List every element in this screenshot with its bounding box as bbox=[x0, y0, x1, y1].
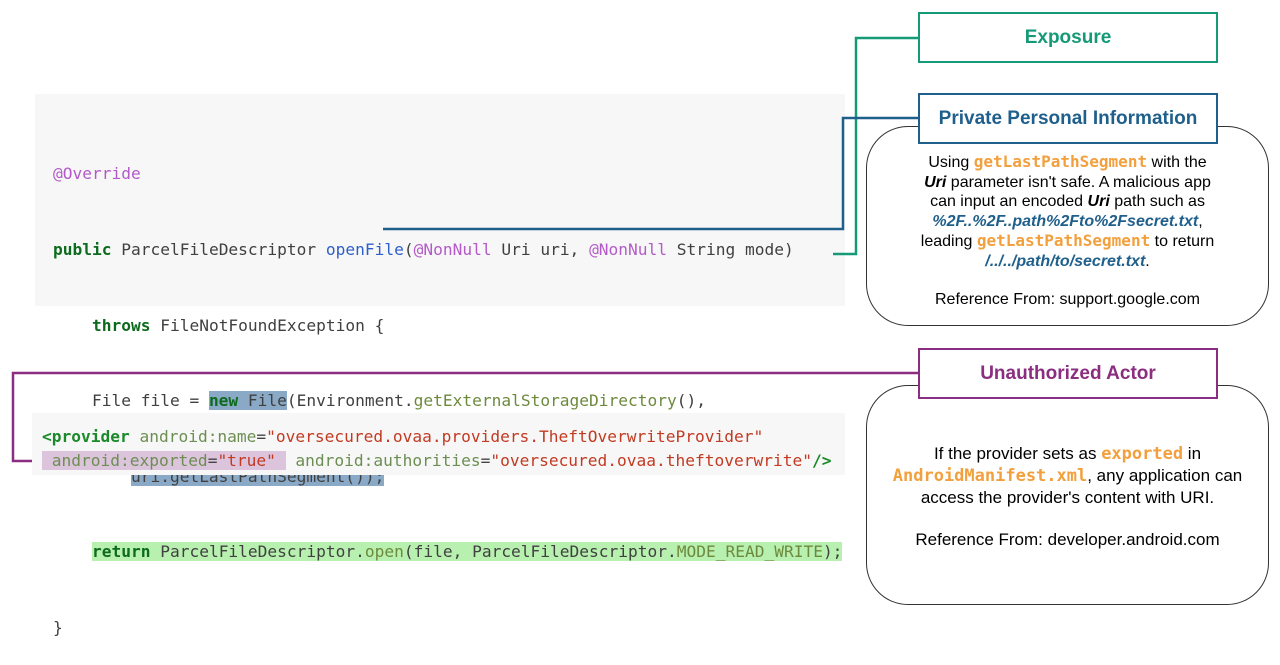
ppi-uri-term-2: Uri bbox=[1087, 193, 1110, 210]
external-storage-call: getExternalStorageDirectory bbox=[413, 391, 677, 411]
new-file-highlight: new File bbox=[208, 391, 287, 411]
pfd-ref: ParcelFileDescriptor. bbox=[150, 542, 365, 562]
code-line-6: return ParcelFileDescriptor.open(file, P… bbox=[53, 539, 845, 564]
ppi-text: to return bbox=[1150, 233, 1215, 250]
ppi-decoded-path: /../../path/to/secret.txt bbox=[985, 252, 1146, 270]
override-annotation: @Override bbox=[53, 164, 141, 184]
file-decl: File file = bbox=[91, 391, 209, 411]
ua-desc-line-2: AndroidManifest.xml, any application can bbox=[881, 465, 1254, 487]
open-call: open bbox=[364, 542, 404, 562]
param-uri: Uri uri, bbox=[491, 240, 590, 259]
attr-exported: android:exported bbox=[51, 451, 208, 470]
attr-authorities: android:authorities bbox=[295, 451, 481, 470]
ppi-text: can input an encoded bbox=[930, 193, 1088, 210]
java-code-block: @Override public ParcelFileDescriptor op… bbox=[35, 94, 845, 637]
unauthorized-description-bubble: If the provider sets as exported in Andr… bbox=[866, 385, 1269, 605]
ppi-text: with the bbox=[1147, 154, 1207, 171]
keyword-throws: throws bbox=[91, 315, 151, 335]
keyword-new: new bbox=[208, 391, 239, 411]
ua-text: , any application can bbox=[1087, 466, 1243, 485]
ppi-reference: Reference From: support.google.com bbox=[934, 291, 1200, 308]
open-args: (file, ParcelFileDescriptor. bbox=[403, 542, 677, 562]
file-ctor: File bbox=[238, 391, 287, 411]
ppi-desc-line-6: /../../path/to/secret.txt. bbox=[881, 252, 1254, 272]
nonnull-annotation-2: @NonNull bbox=[589, 240, 668, 259]
throws-clause: FileNotFoundException { bbox=[150, 315, 385, 335]
attr-name: android:name bbox=[139, 427, 257, 446]
ua-code-manifest: AndroidManifest.xml bbox=[892, 466, 1088, 486]
equals-2: = bbox=[207, 451, 218, 470]
ua-text: If the provider sets as bbox=[933, 444, 1102, 463]
ppi-desc-line-2: Uri parameter isn't safe. A malicious ap… bbox=[881, 173, 1254, 193]
ppi-code-method-1: getLastPathSegment bbox=[973, 152, 1148, 171]
return-type: ParcelFileDescriptor bbox=[121, 240, 317, 259]
ppi-desc-line-4: %2F..%2F..path%2Fto%2Fsecret.txt, bbox=[881, 212, 1254, 232]
method-name: openFile bbox=[325, 240, 404, 259]
keyword-return: return bbox=[91, 542, 151, 562]
spacer bbox=[881, 508, 1254, 529]
nonnull-annotation-1: @NonNull bbox=[413, 240, 492, 259]
paren-open: ( bbox=[403, 240, 414, 259]
equals-1: = bbox=[256, 427, 267, 446]
env-ref: (Environment. bbox=[286, 391, 414, 411]
value-name: "oversecured.ovaa.providers.TheftOverwri… bbox=[266, 427, 764, 446]
ppi-text: leading bbox=[920, 233, 977, 250]
keyword-public: public bbox=[53, 240, 112, 259]
xml-line-2: android:exported="true" android:authorit… bbox=[42, 449, 845, 473]
value-authorities: "oversecured.ovaa.theftoverwrite" bbox=[490, 451, 812, 470]
param-mode: String mode) bbox=[667, 240, 794, 259]
ppi-desc-line-1: Using getLastPathSegment with the bbox=[881, 152, 1254, 173]
ua-desc-line-3: access the provider's content with URI. bbox=[920, 488, 1215, 507]
unauthorized-actor-label: Unauthorized Actor bbox=[918, 348, 1218, 399]
ppi-uri-term-1: Uri bbox=[924, 173, 947, 191]
code-line-2: public ParcelFileDescriptor openFile(@No… bbox=[53, 237, 845, 262]
ppi-encoded-path: %2F..%2F..path%2Fto%2Fsecret.txt bbox=[932, 212, 1199, 230]
statement-end: ); bbox=[822, 542, 843, 562]
ua-code-exported: exported bbox=[1101, 444, 1184, 464]
code-line-1: @Override bbox=[53, 161, 845, 186]
code-line-4: File file = new File(Environment.getExte… bbox=[53, 388, 845, 413]
ppi-text: parameter isn't safe. A malicious app bbox=[946, 173, 1211, 191]
xml-line-1: <provider android:name="oversecured.ovaa… bbox=[42, 425, 845, 449]
xml-code-block: <provider android:name="oversecured.ovaa… bbox=[32, 413, 845, 475]
closing-brace: } bbox=[53, 617, 63, 637]
ppi-text: , bbox=[1198, 212, 1203, 230]
code-line-7: } bbox=[53, 615, 845, 640]
ppi-desc-line-5: leading getLastPathSegment to return bbox=[881, 231, 1254, 252]
value-exported: "true" bbox=[217, 451, 276, 470]
provider-tag: <provider bbox=[42, 427, 130, 446]
spacer bbox=[881, 271, 1254, 290]
ua-text: in bbox=[1183, 444, 1202, 463]
ua-desc-line-1: If the provider sets as exported in bbox=[881, 443, 1254, 465]
private-personal-information-label: Private Personal Information bbox=[918, 93, 1218, 144]
tag-close: /> bbox=[811, 451, 832, 470]
ppi-desc-line-3: can input an encoded Uri path such as bbox=[881, 192, 1254, 212]
ppi-description-bubble: Using getLastPathSegment with the Uri pa… bbox=[866, 126, 1269, 326]
code-line-3: throws FileNotFoundException { bbox=[53, 313, 845, 338]
exposure-label: Exposure bbox=[918, 12, 1218, 63]
exported-highlight: android:exported="true" bbox=[42, 451, 286, 470]
return-statement-highlight: return ParcelFileDescriptor.open(file, P… bbox=[91, 542, 843, 562]
ppi-text: path such as bbox=[1109, 193, 1205, 210]
ua-reference: Reference From: developer.android.com bbox=[915, 530, 1220, 549]
equals-3: = bbox=[480, 451, 491, 470]
args-close: (), bbox=[676, 391, 707, 411]
ppi-text: Using bbox=[928, 154, 974, 171]
mode-constant: MODE_READ_WRITE bbox=[676, 542, 823, 562]
ppi-text: . bbox=[1145, 252, 1150, 270]
ppi-code-method-2: getLastPathSegment bbox=[976, 231, 1151, 250]
